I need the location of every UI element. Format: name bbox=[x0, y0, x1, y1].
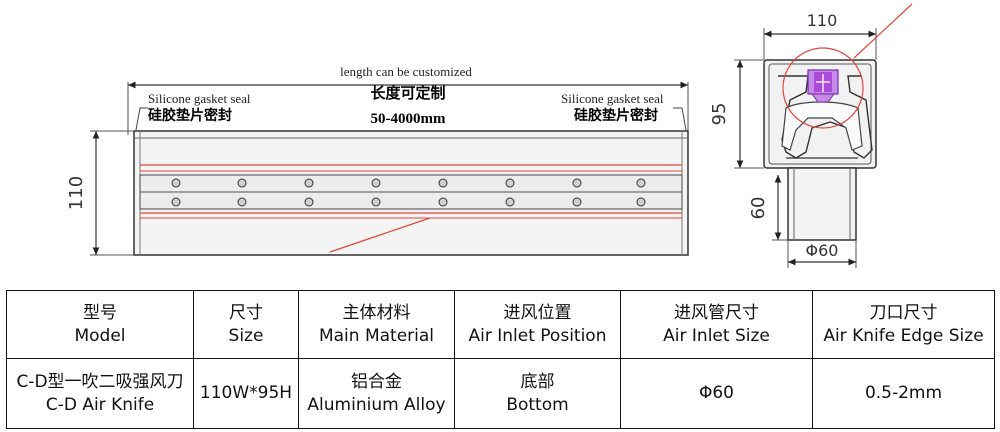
air-knife-technical-drawing: length can be customized 长度可定制 50-4000mm… bbox=[66, 3, 913, 268]
seal-label-en-left: Silicone gasket seal bbox=[148, 91, 251, 106]
cell-inlet-size: Φ60 bbox=[620, 358, 813, 429]
height-dimension: 110 bbox=[66, 176, 87, 210]
inlet-diameter-dimension: Φ60 bbox=[806, 241, 839, 260]
seal-label-cn-right: 硅胶垫片密封 bbox=[574, 107, 658, 124]
nozzle-detail bbox=[807, 69, 839, 103]
length-label-cn: 长度可定制 bbox=[370, 84, 445, 102]
inlet-pipe bbox=[787, 167, 857, 241]
cell-size: 110W*95H bbox=[193, 358, 299, 429]
screw-row bbox=[171, 178, 646, 207]
side-height-dimension: 95 bbox=[709, 103, 730, 126]
width-dimension: 110 bbox=[807, 11, 838, 30]
seal-label-cn-left: 硅胶垫片密封 bbox=[148, 107, 232, 124]
side-view: 110 95 60 bbox=[709, 3, 913, 268]
detail-circle bbox=[782, 47, 864, 129]
cell-edge-size: 0.5-2mm bbox=[812, 358, 995, 429]
seal-label-en-right: Silicone gasket seal bbox=[561, 91, 664, 106]
inlet-height-dimension: 60 bbox=[748, 197, 769, 220]
length-range: 50-4000mm bbox=[371, 111, 446, 127]
front-view: length can be customized 长度可定制 50-4000mm… bbox=[66, 64, 689, 256]
length-label-en: length can be customized bbox=[340, 64, 472, 79]
